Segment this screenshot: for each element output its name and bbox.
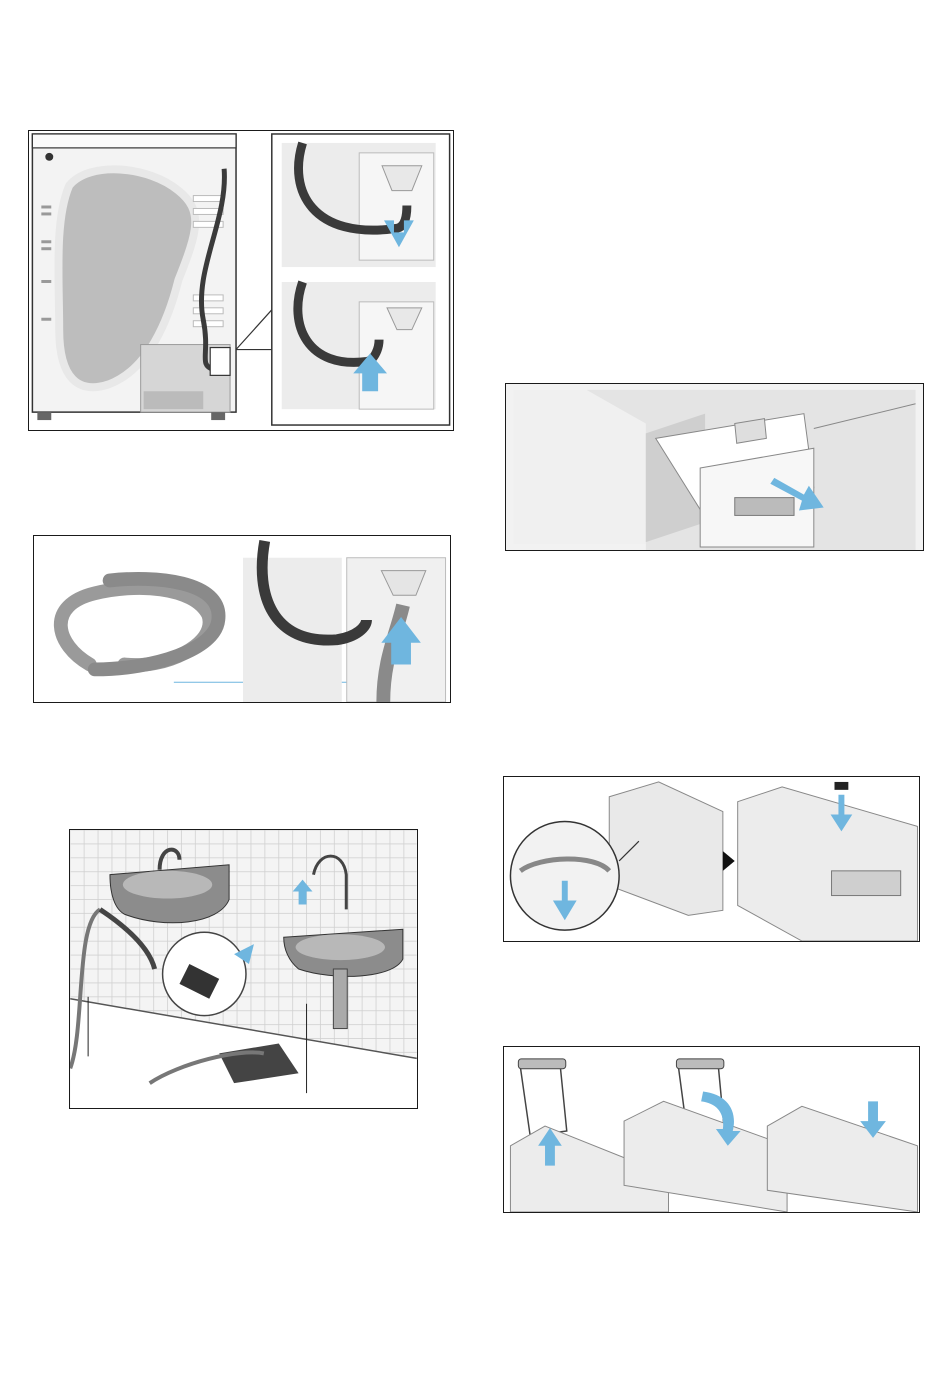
figure-drawer-pull-out — [505, 383, 924, 551]
figure-drawer-insert-flap — [503, 1046, 920, 1213]
figure-sink-drain-connection — [69, 829, 418, 1109]
dryer-back-icon — [29, 131, 453, 430]
figure-hose-to-drain — [33, 535, 451, 703]
figure-dryer-rear-drain — [28, 130, 454, 431]
detergent-drawer-icon — [506, 384, 923, 550]
detergent-drawer-icon — [609, 782, 917, 941]
coiled-hose-icon — [61, 579, 219, 670]
play-triangle-icon — [723, 851, 735, 871]
figure-drawer-insert-plug — [503, 776, 920, 942]
